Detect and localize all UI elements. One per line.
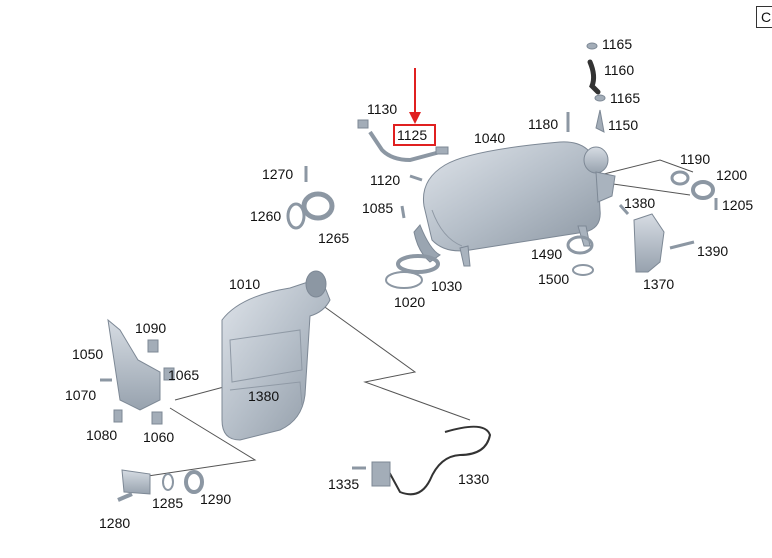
clip-1065: [163, 367, 175, 381]
part-label: 1265: [318, 230, 349, 246]
corner-tab[interactable]: C: [756, 6, 772, 28]
part-label: 1280: [99, 515, 130, 531]
ring-1260: [286, 202, 306, 230]
part-label: 1060: [143, 429, 174, 445]
part-label: 1020: [394, 294, 425, 310]
leader-line: [147, 407, 257, 477]
part-label: 1085: [362, 200, 393, 216]
ring-1020: [385, 271, 423, 289]
ring-1500: [572, 264, 594, 276]
part-label: 1010: [229, 276, 260, 292]
heat-shield-1050: [107, 318, 161, 411]
leader-line: [321, 304, 471, 421]
part-label-highlighted: 1125: [397, 127, 427, 143]
part-label: 1285: [152, 495, 183, 511]
highlight-box: [393, 124, 436, 146]
gasket-1285: [162, 473, 174, 491]
part-label: 1490: [531, 246, 562, 262]
part-label: 1090: [135, 320, 166, 336]
leader-lines: [147, 159, 694, 477]
part-label: 1270: [262, 166, 293, 182]
part-label: 1500: [538, 271, 569, 287]
pipe-1125: [357, 119, 449, 163]
part-label: 1080: [86, 427, 117, 443]
clamp-1265: [301, 166, 335, 221]
part-labels: 1165 1160 1165 1150 1180 1130 1125 1040 …: [65, 36, 753, 531]
part-label: 1260: [250, 208, 281, 224]
clamp-1200: [691, 180, 715, 200]
part-label: 1205: [722, 197, 753, 213]
part-label: 1380: [624, 195, 655, 211]
clip-1080: [113, 409, 123, 423]
part-label: 1190: [680, 151, 710, 167]
part-label: 1150: [608, 117, 638, 133]
clamp-1290: [184, 470, 204, 494]
bolt-1085: [400, 205, 406, 219]
part-label: 1130: [367, 101, 397, 117]
part-label: 1290: [200, 491, 231, 507]
part-label: 1165: [610, 90, 640, 106]
part-label: 1380: [248, 388, 279, 404]
part-label: 1065: [168, 367, 199, 383]
leader-line: [599, 159, 694, 176]
clip-1090: [147, 339, 159, 353]
clamp-1490: [566, 235, 594, 255]
bolt-1120: [409, 174, 423, 182]
part-label: 1330: [458, 471, 489, 487]
clip-1060: [151, 411, 163, 425]
part-label: 1160: [604, 62, 634, 78]
bracket-1370: [618, 204, 695, 273]
dpf-housing-1040: [413, 141, 616, 267]
connector-1280: [117, 469, 151, 502]
clamp-1190: [670, 170, 690, 186]
part-label: 1040: [474, 130, 505, 146]
part-label: 1200: [716, 167, 747, 183]
hose-1160: [586, 42, 606, 133]
part-label: 1370: [643, 276, 674, 292]
leader-line: [605, 182, 691, 196]
part-label: 1180: [528, 116, 558, 132]
clamp-1030: [396, 254, 440, 274]
sensor-1330: [352, 425, 492, 496]
part-label: 1390: [697, 243, 728, 259]
catalytic-converter-1010: [221, 270, 331, 441]
part-label: 1070: [65, 387, 96, 403]
highlight-callout: [393, 68, 436, 146]
part-label: 1120: [370, 172, 400, 188]
part-label: 1050: [72, 346, 103, 362]
part-label: 1030: [431, 278, 462, 294]
part-label: 1335: [328, 476, 359, 492]
part-label: 1165: [602, 36, 632, 52]
